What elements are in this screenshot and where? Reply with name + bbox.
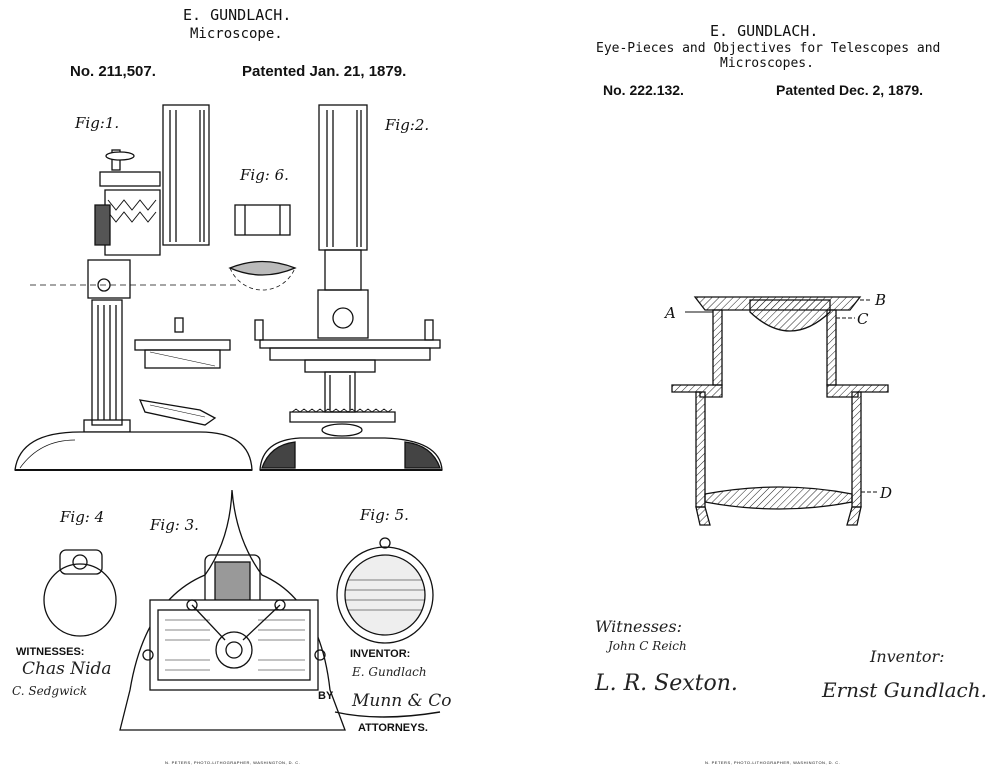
fig1-label: Fig:1. <box>74 114 119 132</box>
fig2-label: Fig:2. <box>384 116 429 134</box>
patent-number: No. 222.132. <box>603 82 684 98</box>
patent-inventor-heading: E. GUNDLACH. <box>183 6 292 24</box>
microscope-drawings: Fig:1. Fig:2. Fig: 3. Fig: 4 Fig: 5. Fig… <box>12 104 451 731</box>
attorneys-label: ATTORNEYS. <box>358 722 428 734</box>
patent-sheet-microscope: E. GUNDLACH. Microscope. No. 211,507. Pa… <box>12 6 451 765</box>
fig4-drawing <box>43 549 117 637</box>
patent-title: Microscope. <box>190 26 283 42</box>
part-label-d: D <box>879 484 892 502</box>
patent-inventor-heading: E. GUNDLACH. <box>710 22 819 40</box>
fig6-drawing <box>228 204 297 291</box>
fig5-drawing <box>336 537 434 644</box>
witness-signature-2: L. R. Sexton. <box>594 671 738 696</box>
witness-signature-2: C. Sedgwick <box>12 684 87 698</box>
inventor-label: Inventor: <box>869 647 945 666</box>
patent-date: Patented Dec. 2, 1879. <box>776 82 924 98</box>
eyepiece-section-drawing: A B C D Witnesses: John C Reich L. R. Se… <box>594 291 987 702</box>
lithographer-credit: N. PETERS, PHOTO-LITHOGRAPHER, WASHINGTO… <box>705 760 841 765</box>
inventor-signature: E. Gundlach <box>351 665 427 679</box>
fig4-label: Fig: 4 <box>59 508 104 526</box>
fig2-drawing <box>254 104 443 471</box>
patent-title-line2: Microscopes. <box>720 56 814 71</box>
by-label: BY <box>318 690 334 702</box>
attorney-signature: Munn & Co <box>351 691 451 711</box>
lithographer-credit: N. PETERS, PHOTO-LITHOGRAPHER, WASHINGTO… <box>165 760 301 765</box>
witnesses-label: WITNESSES: <box>16 646 85 658</box>
inventor-signature: Ernst Gundlach. <box>821 678 987 702</box>
witnesses-label: Witnesses: <box>595 617 682 636</box>
part-label-b: B <box>874 291 886 309</box>
patent-date: Patented Jan. 21, 1879. <box>242 63 407 80</box>
witness-signature-1: John C Reich <box>605 639 687 653</box>
fig5-label: Fig: 5. <box>359 506 409 524</box>
part-label-c: C <box>857 310 869 328</box>
fig3-drawing <box>119 489 346 731</box>
patent-title-line1: Eye-Pieces and Objectives for Telescopes… <box>596 41 941 56</box>
fig1-drawing <box>14 104 253 471</box>
witness-signature-1: Chas Nida <box>22 659 112 679</box>
patent-sheet-eyepieces: E. GUNDLACH. Eye-Pieces and Objectives f… <box>500 0 1000 774</box>
part-label-a: A <box>663 304 676 322</box>
fig6-label: Fig: 6. <box>239 166 289 184</box>
inventor-label: INVENTOR: <box>350 648 411 660</box>
fig3-label: Fig: 3. <box>149 516 199 534</box>
patent-number: No. 211,507. <box>70 63 156 80</box>
